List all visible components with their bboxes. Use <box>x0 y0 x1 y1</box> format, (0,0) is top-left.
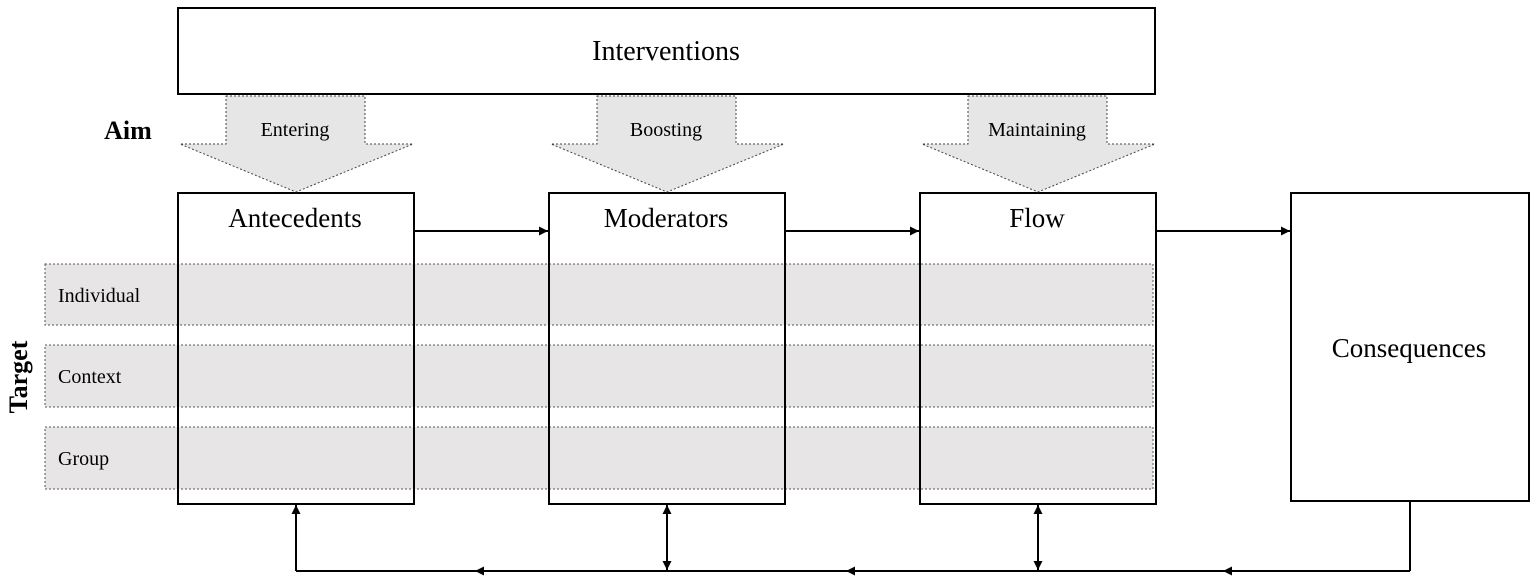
maintaining-label: Maintaining <box>988 119 1086 141</box>
target-band-group <box>44 426 1154 490</box>
flow-box <box>919 192 1157 505</box>
flow-label: Flow <box>1009 203 1065 233</box>
target-label: Target <box>4 340 33 413</box>
boosting-label: Boosting <box>630 119 702 141</box>
consequences-label: Consequences <box>1332 333 1486 363</box>
boosting-arrow <box>550 95 785 193</box>
consequences-box <box>1290 192 1530 502</box>
aim-arrows <box>179 95 1156 193</box>
target-row-group: Group <box>58 448 109 470</box>
entering-arrow <box>179 95 414 193</box>
target-row-individual: Individual <box>58 285 141 307</box>
target-band-context <box>44 344 1154 408</box>
target-band-individual <box>44 263 1154 326</box>
aim-label: Aim <box>104 116 152 145</box>
feedback-loop <box>291 501 1411 576</box>
interventions-label: Interventions <box>592 36 740 67</box>
maintaining-arrow <box>921 95 1156 193</box>
moderators-label: Moderators <box>604 203 728 233</box>
entering-label: Entering <box>261 119 330 141</box>
antecedents-label: Antecedents <box>228 203 361 233</box>
moderators-box <box>548 192 786 505</box>
target-bands <box>44 263 1154 490</box>
interventions-box <box>177 7 1156 95</box>
target-row-context: Context <box>58 366 122 388</box>
antecedents-box <box>177 192 415 505</box>
